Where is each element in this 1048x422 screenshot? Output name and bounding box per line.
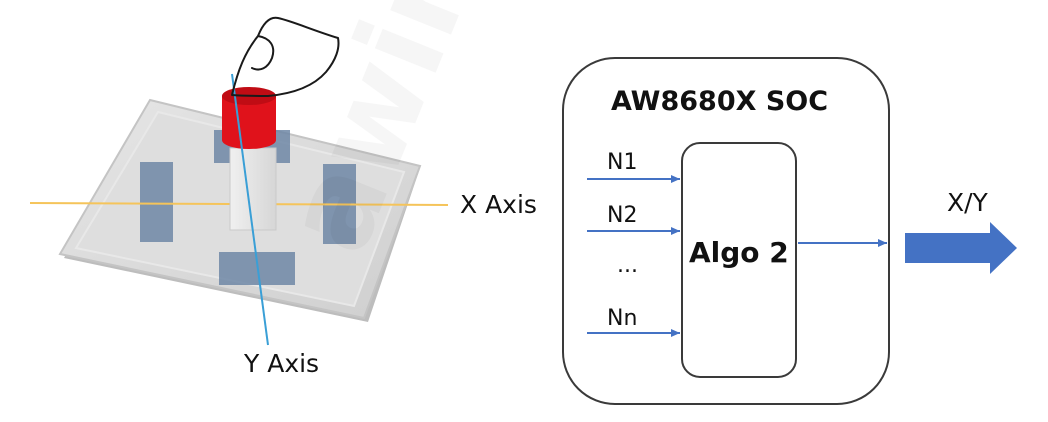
algo-label: Algo 2 [689, 236, 789, 269]
sensor-pad-left [140, 162, 173, 242]
x-axis-label: X Axis [460, 190, 537, 219]
soc-title: AW8680X SOC [611, 86, 829, 117]
input-label-nn: Nn [607, 306, 638, 331]
joystick-knob [222, 96, 276, 149]
joystick-illustration: awinic [29, 0, 548, 346]
y-axis-line [231, 73, 269, 346]
output-label: X/Y [947, 188, 988, 217]
output-block-arrow [905, 222, 1017, 274]
algo-box [681, 142, 797, 378]
input-ellipsis: ... [617, 253, 638, 278]
input-label-n1: N1 [607, 150, 638, 175]
joystick-shaft [229, 147, 277, 231]
y-axis-label: Y Axis [244, 349, 320, 378]
finger-sketch [231, 16, 340, 97]
watermark: awinic [258, 0, 548, 271]
soc-diagram [562, 57, 1017, 405]
input-label-n2: N2 [607, 203, 638, 228]
